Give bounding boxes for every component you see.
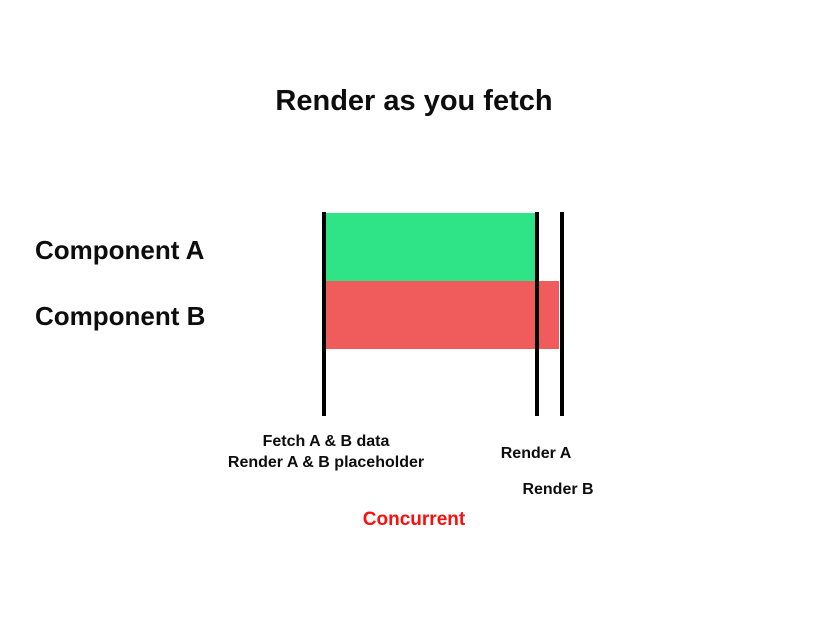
concurrency-mode-label: Concurrent — [362, 509, 466, 530]
row-label-component-a: Component A — [35, 235, 205, 265]
timeline-start-line — [322, 212, 326, 416]
milestone-label-render-a: Render A — [500, 445, 572, 462]
milestone-label-fetch-line-2: Render A & B placeholder — [227, 454, 425, 471]
diagram-title: Render as you fetch — [275, 85, 553, 117]
milestone-label-render-b: Render B — [522, 481, 594, 498]
timeline-render-a-line — [535, 212, 539, 416]
bar-component-a — [326, 213, 536, 281]
bar-component-b — [326, 281, 559, 349]
row-label-component-b: Component B — [35, 301, 206, 331]
timeline-render-b-line — [560, 212, 564, 416]
milestone-label-fetch-and-placeholder: Fetch A & B data Render A & B placeholde… — [228, 431, 424, 473]
milestone-label-fetch-line-1: Fetch A & B data — [262, 433, 390, 450]
